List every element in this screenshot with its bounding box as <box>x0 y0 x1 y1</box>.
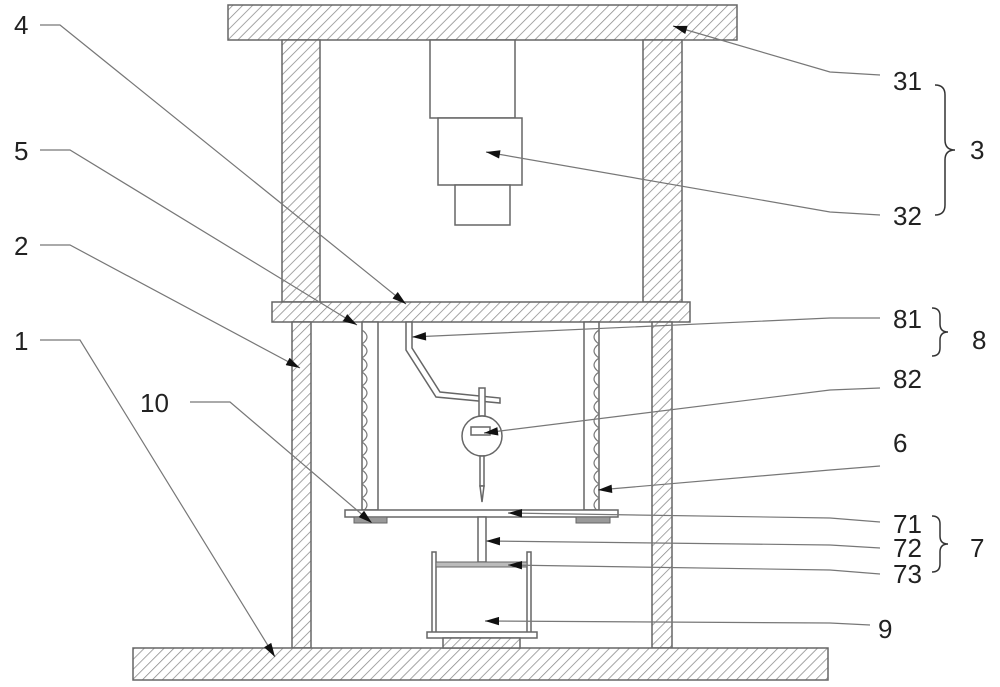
label-10: 10 <box>140 388 169 418</box>
brace-7 <box>931 515 949 573</box>
label-82: 82 <box>893 364 922 394</box>
top-plate <box>227 4 738 41</box>
label-2: 2 <box>14 231 28 261</box>
press-cylinder <box>429 39 523 226</box>
brace-3 <box>934 84 956 216</box>
label-71: 71 <box>893 509 922 539</box>
label-72: 72 <box>893 533 922 563</box>
upper-column-left <box>281 39 321 303</box>
label-1: 1 <box>14 326 28 356</box>
spring-right <box>583 321 601 513</box>
pad-right <box>575 516 611 524</box>
dial-gauge <box>461 387 503 503</box>
label-7: 7 <box>970 533 984 563</box>
middle-plate <box>271 301 691 323</box>
label-9: 9 <box>878 614 892 644</box>
base-plate <box>132 647 829 681</box>
label-6: 6 <box>893 428 907 458</box>
leader-lines <box>40 24 881 658</box>
label-32: 32 <box>893 201 922 231</box>
connecting-rod <box>477 516 487 563</box>
label-81: 81 <box>893 304 922 334</box>
label-3: 3 <box>970 135 984 165</box>
label-31: 31 <box>893 66 922 96</box>
label-5: 5 <box>14 136 28 166</box>
label-8: 8 <box>972 325 986 355</box>
spring-left <box>360 321 379 513</box>
brace-8 <box>931 307 949 357</box>
sample-base <box>442 637 521 649</box>
label-73: 73 <box>893 559 922 589</box>
gauge-bracket <box>405 321 501 404</box>
upper-column-right <box>642 39 683 303</box>
label-4: 4 <box>14 10 28 40</box>
lower-column-left <box>291 321 312 649</box>
